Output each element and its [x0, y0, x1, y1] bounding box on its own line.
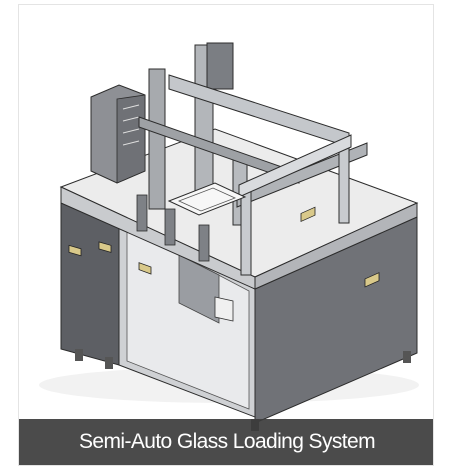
machine-illustration [39, 42, 419, 431]
cabinet-left-panel [60, 202, 120, 366]
gantry-rail-cross [236, 142, 368, 208]
portal-leg-right [338, 142, 350, 224]
bay-inner-wall [178, 254, 220, 324]
image-caption: Semi-Auto Glass Loading System [79, 430, 376, 453]
fixture-3 [198, 224, 210, 262]
top-plate-edge-right [254, 202, 418, 290]
column-top-motor [206, 42, 234, 90]
fixture-2 [164, 208, 176, 246]
foot-2 [105, 357, 113, 369]
portal-leg-left [240, 190, 252, 276]
label-plate-5 [364, 272, 380, 288]
product-image-card: Semi-Auto Glass Loading System [18, 4, 434, 466]
label-plate-4 [300, 206, 316, 223]
fixture-1 [136, 194, 148, 232]
junction-box [214, 296, 234, 322]
label-plate-2 [98, 241, 112, 253]
foot-4 [403, 351, 411, 363]
portal-beam [238, 134, 352, 198]
foot-1 [75, 349, 83, 361]
glass-table [167, 182, 247, 216]
gantry-rail-mid [138, 116, 300, 184]
image-caption-bar: Semi-Auto Glass Loading System [19, 419, 433, 465]
column-left [148, 68, 166, 210]
label-plate-3 [138, 262, 152, 275]
label-plate-1 [68, 244, 82, 257]
